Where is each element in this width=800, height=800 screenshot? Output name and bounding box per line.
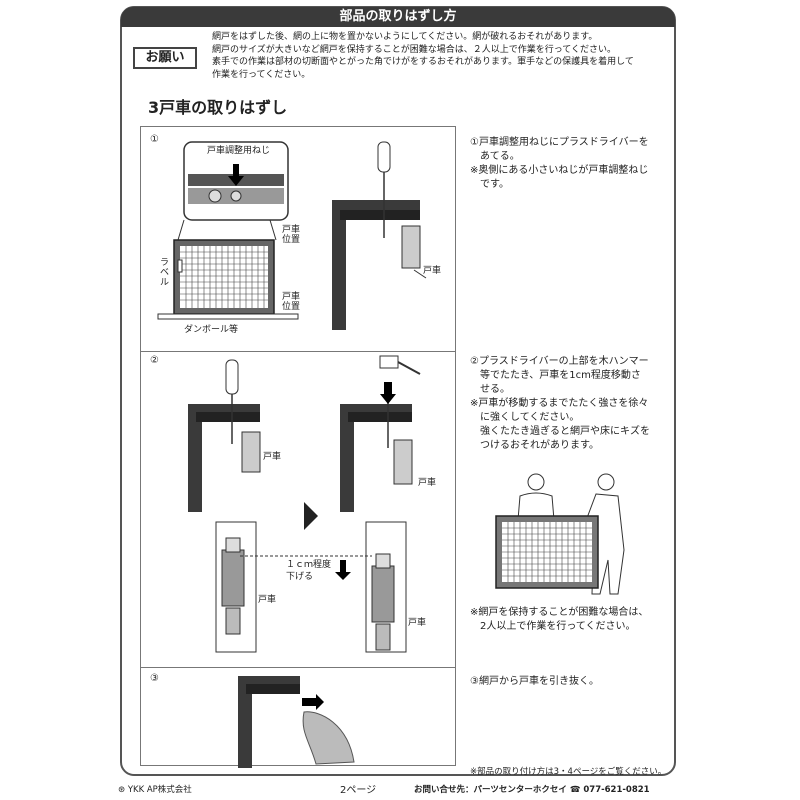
step-3-description: ③網戸から戸車を引き抜く。 xyxy=(470,675,670,689)
notice-line: 網戸をはずした後、網の上に物を置かないようにしてください。網が破れるおそれがあり… xyxy=(212,32,598,42)
step-2-description: ②プラスドライバーの上部を木ハンマー 等でたたき、戸車を1cm程度移動さ せる。… xyxy=(470,355,670,453)
roller-label: 戸車 xyxy=(263,452,282,462)
roller-label: 戸車 xyxy=(408,618,427,628)
step2-roller-illustration xyxy=(188,355,421,653)
adjust-screw-label: 戸車調整用ねじ xyxy=(207,146,271,156)
company-name: ⊛ YKK AP株式会社 xyxy=(118,783,192,795)
phone-number: 077-621-0821 xyxy=(583,785,650,795)
page-header: 部品の取りはずし方 xyxy=(121,7,675,27)
step-2-note: ※網戸を保持することが困難な場合は、 2人以上で作業を行ってください。 xyxy=(470,606,670,634)
contact-text: お問い合せ先：パーツセンターホクセイ xyxy=(414,785,567,795)
desc-line: ③網戸から戸車を引き抜く。 xyxy=(470,676,599,687)
desc-line: です。 xyxy=(470,179,509,190)
section-title: 3戸車の取りはずし xyxy=(148,98,288,117)
notice-label: お願い xyxy=(133,47,197,69)
notice-line: 網戸のサイズが大きいなど網戸を保持することが困難な場合は、２人以上で作業を行って… xyxy=(212,44,617,55)
step1-screen-illustration xyxy=(157,141,427,330)
contact-info: お問い合せ先：パーツセンターホクセイ ☎ 077-621-0821 xyxy=(414,783,650,795)
roller-label: 戸車 xyxy=(258,595,277,605)
notice-text: 網戸をはずした後、網の上に物を置かないようにしてください。網が破れるおそれがあり… xyxy=(212,31,662,81)
desc-line: に強くしてください。 xyxy=(470,412,580,423)
desc-line: 強くたたき過ぎると網戸や床にキズを xyxy=(470,426,650,437)
notice-line: 作業を行ってください。 xyxy=(212,69,311,80)
step-1-description: ①戸車調整用ねじにプラスドライバーを あてる。 ※奥側にある小さいねじが戸車調整… xyxy=(470,136,670,192)
roller-position-label: 戸車位置 xyxy=(282,225,301,245)
step-3-number: ③ xyxy=(150,673,159,684)
illustration-grid xyxy=(140,126,456,766)
notice-line: 素手での作業は部材の切断面やとがった角でけがをするおそれがあります。軍手などの保… xyxy=(212,57,634,67)
installation-note: ※部品の取り付け方は3・4ページをご覧ください。 xyxy=(470,767,667,777)
company-name-text: YKK AP株式会社 xyxy=(127,785,192,795)
roller-label: 戸車 xyxy=(418,478,437,488)
roller-label: 戸車 xyxy=(423,266,442,276)
lower-label: 下げる xyxy=(286,572,314,582)
roller-position-label: 戸車位置 xyxy=(282,292,301,312)
cardboard-label: ダンボール等 xyxy=(184,325,239,335)
divider xyxy=(141,351,455,352)
desc-line: ①戸車調整用ねじにプラスドライバーを xyxy=(470,137,649,148)
step-2-number: ② xyxy=(150,355,159,366)
desc-line: ※戸車が移動するまでたたく強さを徐々 xyxy=(470,398,649,409)
desc-line: 2人以上で作業を行ってください。 xyxy=(470,621,636,632)
phone-icon: ☎ xyxy=(569,785,581,795)
desc-line: ②プラスドライバーの上部を木ハンマー xyxy=(470,356,649,367)
divider xyxy=(141,667,455,668)
page-number: 2ページ xyxy=(340,785,377,796)
step-1-number: ① xyxy=(150,134,159,145)
label-sticker-label: ラベル xyxy=(160,258,170,288)
desc-line: せる。 xyxy=(470,384,510,395)
desc-line: あてる。 xyxy=(470,151,520,162)
desc-line: ※網戸を保持することが困難な場合は、 xyxy=(470,607,649,618)
desc-line: 等でたたき、戸車を1cm程度移動さ xyxy=(470,370,641,381)
move-distance-label: １ｃｍ程度 xyxy=(286,560,332,570)
desc-line: つけるおそれがあります。 xyxy=(470,440,599,451)
ykk-logo-icon: ⊛ xyxy=(118,785,126,795)
step3-illustration xyxy=(238,676,355,768)
two-person-illustration xyxy=(495,473,625,595)
desc-line: ※奥側にある小さいねじが戸車調整ねじ xyxy=(470,165,649,176)
